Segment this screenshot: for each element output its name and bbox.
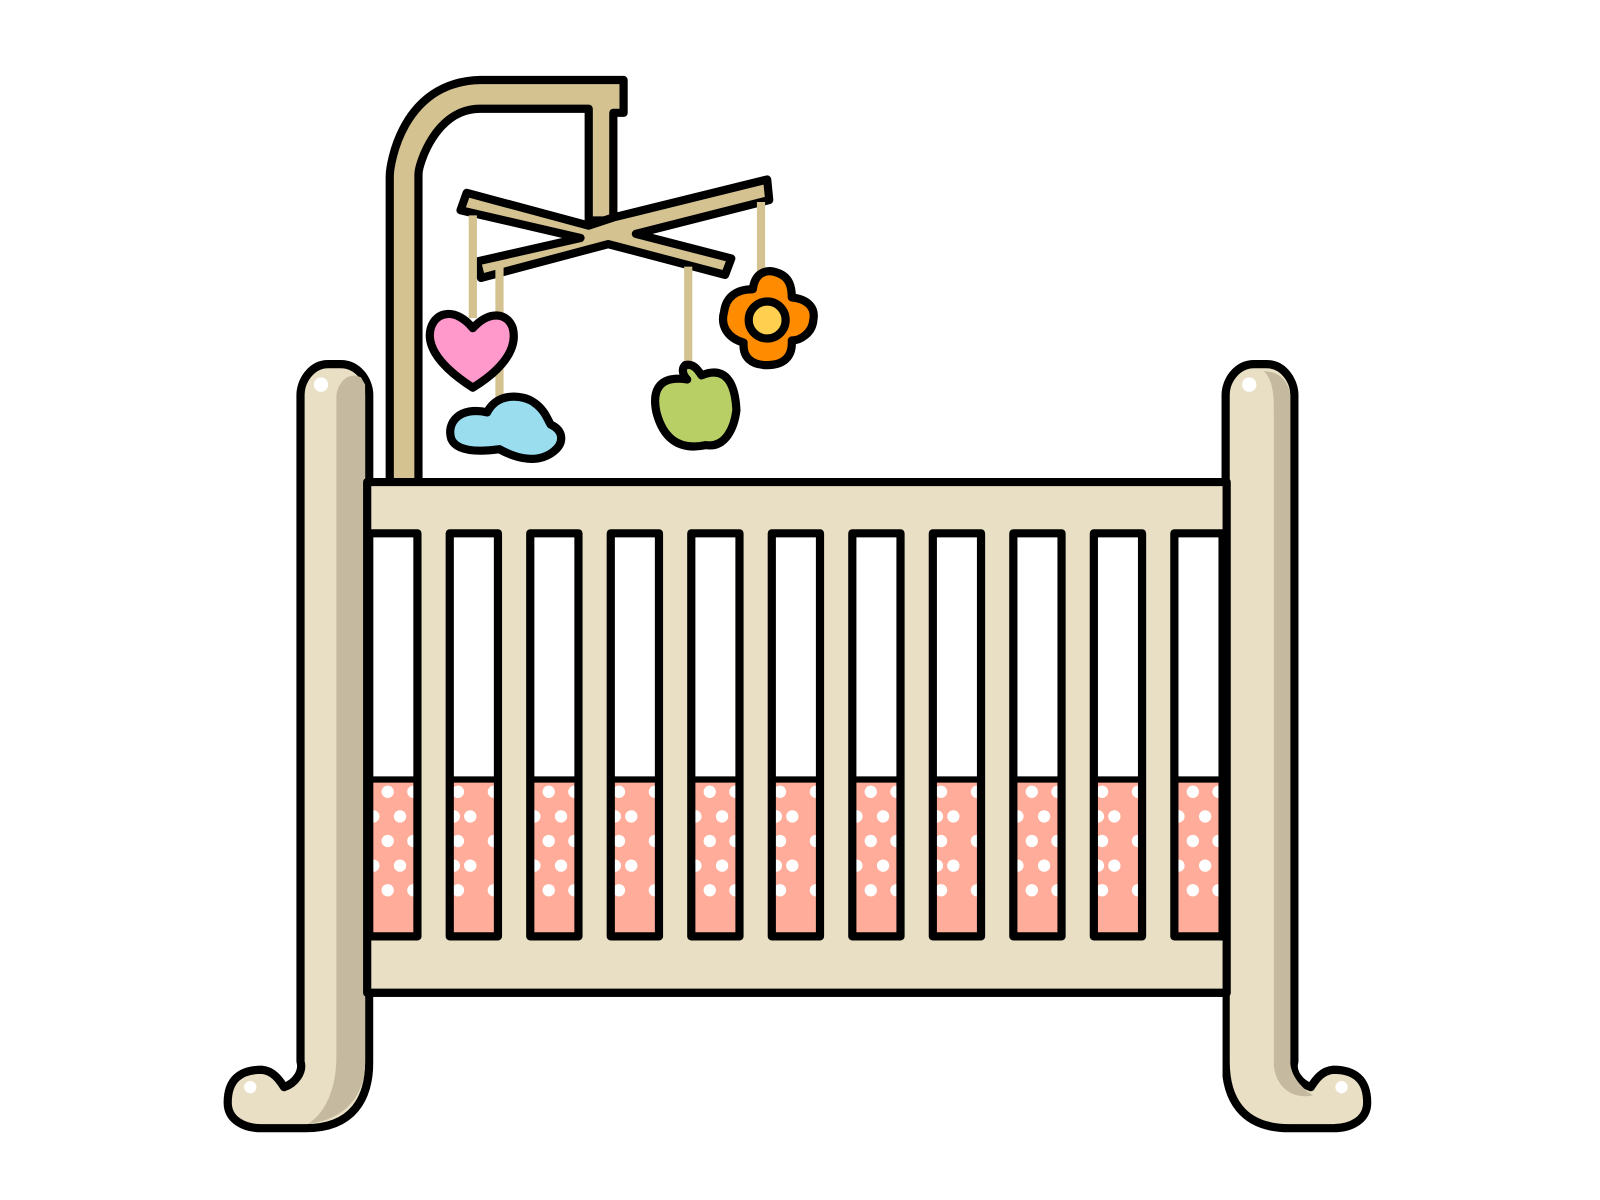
crib-slat-opening (1170, 529, 1227, 941)
polka-dot (715, 810, 729, 823)
polka-dot (464, 859, 477, 872)
crib-right-post (1221, 359, 1372, 1133)
polka-dot (1198, 810, 1212, 823)
crib-slat-opening (606, 529, 664, 941)
polka-dot (947, 859, 960, 872)
polka-dot (1198, 859, 1212, 872)
bedding-fabric (1013, 779, 1062, 937)
crib-slat-opening (1009, 529, 1066, 941)
polka-dot (542, 834, 555, 848)
flower-icon (719, 267, 818, 370)
polka-dot (542, 884, 555, 897)
polka-dot (703, 834, 716, 848)
polka-dot (554, 859, 568, 872)
polka-dot (934, 834, 948, 848)
crib-left-post (223, 359, 374, 1133)
heart-icon (425, 309, 518, 392)
polka-dot (1186, 785, 1199, 798)
polka-dot (947, 810, 960, 823)
polka-dot (864, 884, 877, 897)
polka-dot (864, 834, 877, 848)
polka-dot (934, 785, 948, 798)
polka-dot (1025, 785, 1038, 798)
polka-dot (1095, 785, 1109, 798)
crib-slat-opening (1089, 529, 1147, 941)
crib-slat-opening (526, 529, 583, 941)
polka-dot (381, 785, 394, 798)
bedding-fabric (530, 779, 579, 937)
flower-center-icon (744, 297, 790, 343)
polka-dot (381, 884, 394, 897)
polka-dot (715, 859, 729, 872)
polka-dot (393, 810, 407, 823)
bedding-fabric (852, 779, 901, 937)
polka-dot (1025, 884, 1038, 897)
crib-slat-opening (928, 529, 986, 941)
polka-dot (876, 859, 890, 872)
polka-dot (1037, 859, 1051, 872)
bedding-fabric (1093, 779, 1143, 937)
polka-dot (451, 834, 465, 848)
polka-dot (786, 859, 799, 872)
polka-dot (773, 785, 787, 798)
bedding-fabric (449, 779, 498, 937)
polka-dot (934, 884, 948, 897)
bedding-fabric (1174, 779, 1223, 937)
polka-dot (786, 810, 799, 823)
mobile-arm (385, 75, 774, 487)
polka-dot (554, 810, 568, 823)
polka-dot (703, 884, 716, 897)
crib-slat-opening (848, 529, 905, 941)
polka-dot (1108, 810, 1121, 823)
crib-slats (365, 529, 1227, 941)
crib-slat-opening (767, 529, 825, 941)
bedding-fabric (932, 779, 982, 937)
polka-dot (542, 785, 555, 798)
polka-dot (773, 884, 787, 897)
polka-dot (1108, 859, 1121, 872)
polka-dot (451, 884, 465, 897)
polka-dot (703, 785, 716, 798)
polka-dot (625, 810, 638, 823)
polka-dot (1095, 834, 1109, 848)
polka-dot (451, 785, 465, 798)
cloud-icon (446, 392, 566, 463)
polka-dot (1095, 884, 1109, 897)
polka-dot (612, 884, 626, 897)
polka-dot (864, 785, 877, 798)
bedding-fabric (369, 779, 418, 937)
apple-icon (651, 360, 741, 451)
polka-dot (1037, 810, 1051, 823)
bedding-fabric (691, 779, 740, 937)
crib-slat-opening (445, 529, 503, 941)
crib-slat-opening (365, 529, 422, 941)
polka-dot (393, 859, 407, 872)
polka-dot (625, 859, 638, 872)
polka-dot (876, 810, 890, 823)
bottom-gap (373, 996, 1223, 1131)
polka-dot (381, 834, 394, 848)
polka-dot (1186, 834, 1199, 848)
polka-dot (612, 785, 626, 798)
crib-slat-opening (687, 529, 744, 941)
bedding-fabric (610, 779, 659, 937)
polka-dot (1186, 884, 1199, 897)
polka-dot (464, 810, 477, 823)
polka-dot (612, 834, 626, 848)
polka-dot (1025, 834, 1038, 848)
bedding-fabric (771, 779, 820, 937)
polka-dot (773, 834, 787, 848)
